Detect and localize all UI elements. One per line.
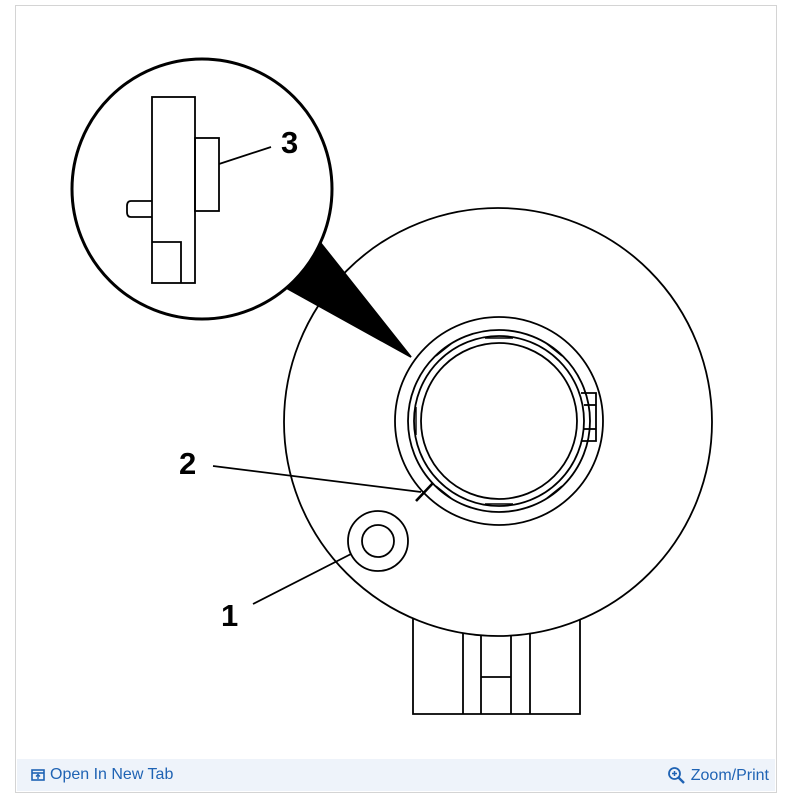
technical-diagram: 3 2 1 — [70, 57, 713, 715]
callout-3: 3 — [281, 125, 298, 160]
locator-hole-outer — [347, 510, 409, 572]
detail-component — [126, 96, 220, 284]
open-new-tab-icon — [31, 769, 45, 781]
zoom-icon — [667, 767, 685, 784]
sensor-body — [283, 207, 713, 637]
viewer-footer: Open In New Tab Zoom/Print — [17, 759, 775, 791]
open-new-tab-link[interactable]: Open In New Tab — [31, 766, 173, 784]
leader-line-1 — [252, 553, 352, 605]
connector-housing — [412, 611, 581, 715]
callout-2: 2 — [179, 446, 196, 481]
callout-1: 1 — [221, 598, 238, 633]
locator-hole-inner — [361, 524, 395, 558]
leader-line-2 — [212, 465, 422, 493]
leader-line-3 — [218, 146, 272, 165]
image-viewer-frame: 3 2 1 Open In New Tab Zoom/Print — [15, 5, 777, 793]
detail-magnifier — [70, 57, 334, 321]
center-ring — [394, 316, 604, 526]
open-new-tab-label: Open In New Tab — [50, 766, 174, 783]
zoom-print-label: Zoom/Print — [690, 766, 769, 784]
zoom-print-link[interactable]: Zoom/Print — [667, 766, 769, 785]
leader-line-2-tick — [415, 482, 434, 502]
